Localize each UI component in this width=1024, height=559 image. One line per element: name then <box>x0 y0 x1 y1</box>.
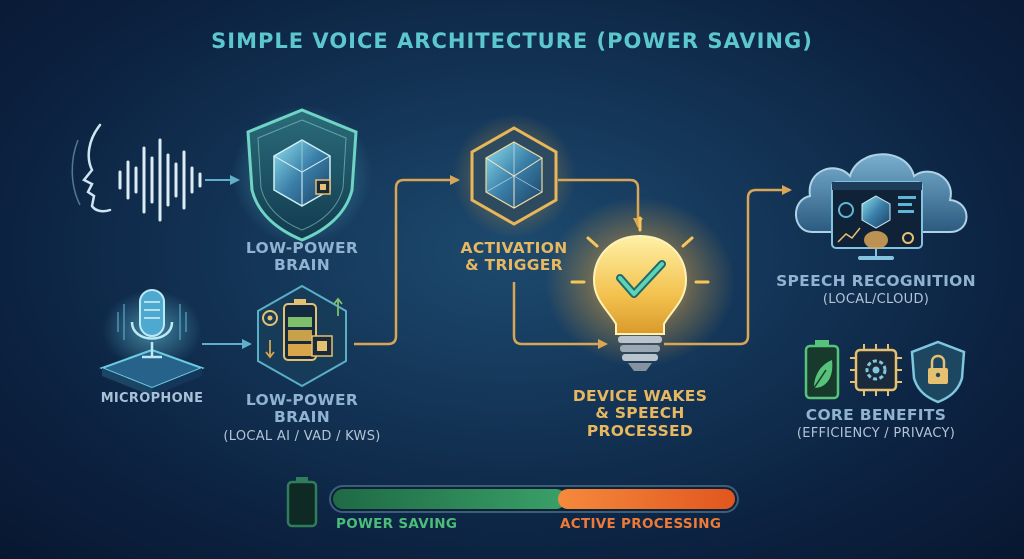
device-wakes-line2: & SPEECH <box>595 404 685 423</box>
low-power-brain-bottom-line2: BRAIN <box>274 408 330 427</box>
lock-shield-icon <box>910 340 966 404</box>
gear-chip-icon <box>850 344 902 396</box>
microphone-icon <box>99 289 205 396</box>
power-saving-label: POWER SAVING <box>336 516 458 532</box>
sound-wave-icon <box>118 138 202 222</box>
low-power-brain-top-line2: BRAIN <box>274 256 330 275</box>
low-power-brain-bottom-sub: (LOCAL AI / VAD / KWS) <box>223 428 381 444</box>
arrow-bulb-to-cloud <box>664 185 792 346</box>
shield-crystal-icon <box>232 105 372 245</box>
active-processing-segment <box>558 489 735 509</box>
crystal-gem-icon <box>452 114 576 238</box>
microphone-label: MICROPHONE <box>100 391 204 406</box>
page-title: SIMPLE VOICE ARCHITECTURE (POWER SAVING) <box>211 29 813 53</box>
core-benefits-label: CORE BENEFITS (EFFICIENCY / PRIVACY) <box>786 406 966 442</box>
low-power-brain-bottom-label: LOW-POWER BRAIN (LOCAL AI / VAD / KWS) <box>212 391 392 444</box>
voice-profile-icon <box>71 123 112 213</box>
device-wakes-line3: PROCESSED <box>586 421 694 440</box>
activation-line2: & TRIGGER <box>465 256 563 275</box>
activation-line1: ACTIVATION <box>460 239 568 257</box>
device-wakes-line1: DEVICE WAKES <box>572 387 708 405</box>
low-power-brain-top-label: LOW-POWER BRAIN <box>232 239 372 275</box>
low-power-brain-bottom-line1: LOW-POWER <box>245 391 359 409</box>
power-bar <box>329 485 739 513</box>
active-processing-label: ACTIVE PROCESSING <box>560 516 722 532</box>
arrow-activation-to-bulb <box>558 178 643 228</box>
battery-icon <box>286 477 318 528</box>
battery-chip-icon <box>257 284 347 388</box>
power-saving-segment <box>333 489 566 509</box>
device-wakes-label: DEVICE WAKES & SPEECH PROCESSED <box>560 387 720 440</box>
core-benefits-sub: (EFFICIENCY / PRIVACY) <box>796 426 956 442</box>
lightbulb-check-icon <box>545 197 735 371</box>
arrow-brain-to-activation <box>354 175 460 346</box>
activation-trigger-label: ACTIVATION & TRIGGER <box>440 239 588 275</box>
leaf-battery-icon <box>804 340 840 400</box>
cloud-dashboard-icon <box>795 153 968 260</box>
speech-recognition-label: SPEECH RECOGNITION (LOCAL/CLOUD) <box>776 272 976 308</box>
low-power-brain-top-line1: LOW-POWER <box>245 239 359 257</box>
speech-recognition-title: SPEECH RECOGNITION <box>776 272 976 290</box>
arrow-trigger-to-bulb <box>512 282 608 349</box>
speech-recognition-sub: (LOCAL/CLOUD) <box>822 292 930 308</box>
core-benefits-title: CORE BENEFITS <box>805 406 947 424</box>
